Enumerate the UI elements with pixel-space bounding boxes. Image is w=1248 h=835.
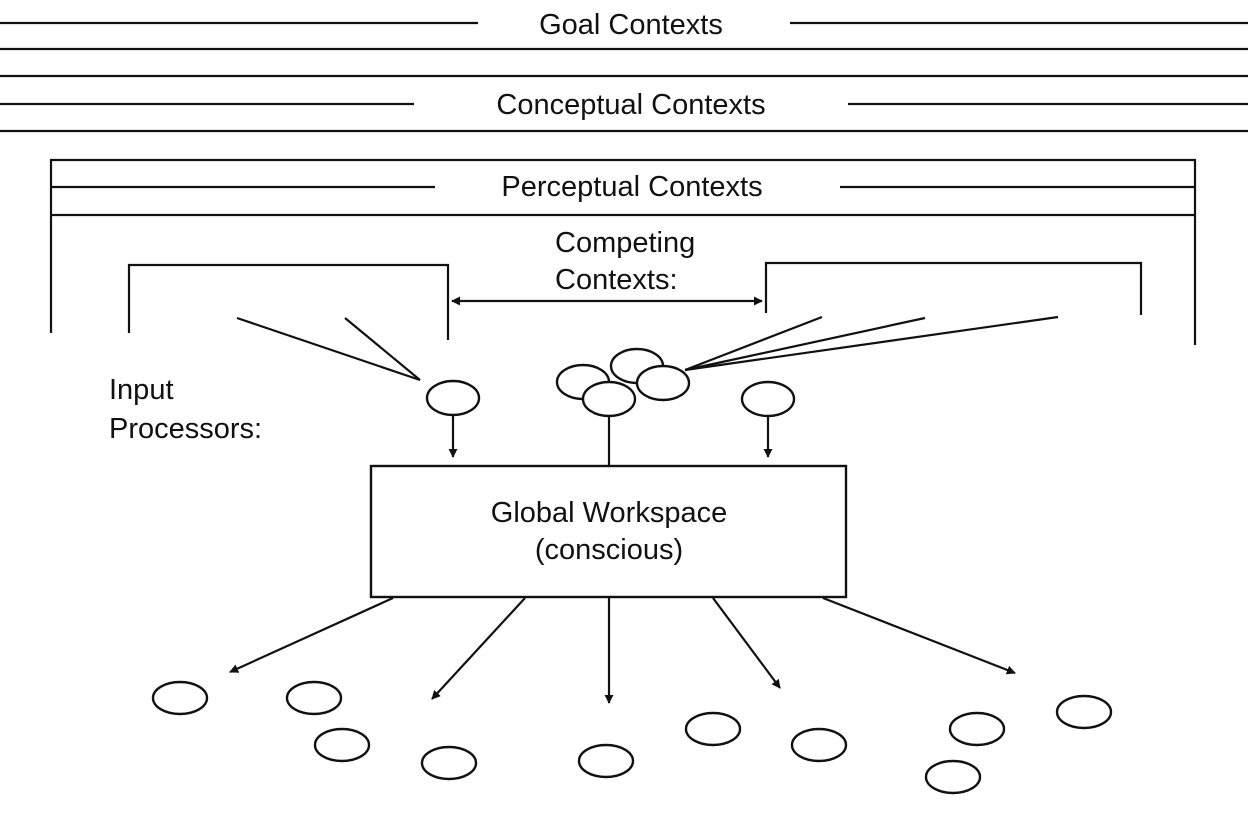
broadcast-arrow	[822, 596, 1016, 675]
input-processors-label-line2: Processors:	[109, 413, 262, 445]
receiving-processor-node	[151, 680, 209, 716]
broadcast-arrow	[712, 597, 781, 689]
input-processor-node	[740, 380, 796, 418]
receiving-processor-node	[577, 743, 635, 779]
receiving-processor-node	[420, 745, 478, 781]
goal-contexts-band: Goal Contexts	[0, 9, 1248, 51]
competing-context-left-bracket	[127, 263, 450, 340]
broadcast-arrows	[229, 596, 1016, 704]
receiving-processor-node	[1055, 694, 1113, 730]
input-processor-node	[581, 380, 637, 418]
input-processor-node	[635, 364, 691, 402]
receiving-processor-node	[313, 727, 371, 763]
competing-contexts: Competing Contexts:	[127, 227, 1143, 340]
competing-contexts-label-line2: Contexts:	[555, 264, 678, 296]
input-processor-node	[425, 379, 481, 417]
global-workspace-box: Global Workspace (conscious)	[369, 464, 848, 599]
global-workspace-label-line2: (conscious)	[535, 534, 683, 566]
receiving-processor-node	[790, 727, 848, 763]
conceptual-contexts-label: Conceptual Contexts	[496, 89, 765, 121]
context-line	[684, 316, 926, 372]
conceptual-contexts-band: Conceptual Contexts	[0, 74, 1248, 133]
input-processors-label-line1: Input	[109, 374, 174, 406]
perceptual-contexts-bracket: Perceptual Contexts	[49, 158, 1197, 345]
context-line	[344, 317, 421, 381]
context-line	[684, 315, 823, 372]
receiving-processor-node	[285, 680, 343, 716]
competing-contexts-label-line1: Competing	[555, 227, 695, 259]
receiving-processor-nodes	[151, 680, 1113, 795]
perceptual-contexts-label: Perceptual Contexts	[501, 171, 762, 203]
context-line	[236, 316, 421, 382]
broadcast-arrow	[229, 596, 394, 674]
perceptual-contexts-outline	[49, 158, 1197, 345]
broadcast-arrow	[431, 597, 526, 700]
goal-contexts-label: Goal Contexts	[539, 9, 723, 41]
global-workspace-label-line1: Global Workspace	[491, 497, 727, 529]
context-line	[684, 315, 1059, 372]
receiving-processor-node	[924, 759, 982, 795]
context-influence-lines	[236, 315, 1059, 382]
receiving-processor-node	[684, 711, 742, 747]
competing-context-right-bracket	[764, 261, 1143, 315]
receiving-processor-node	[948, 711, 1006, 747]
global-workspace-rect	[369, 464, 848, 599]
